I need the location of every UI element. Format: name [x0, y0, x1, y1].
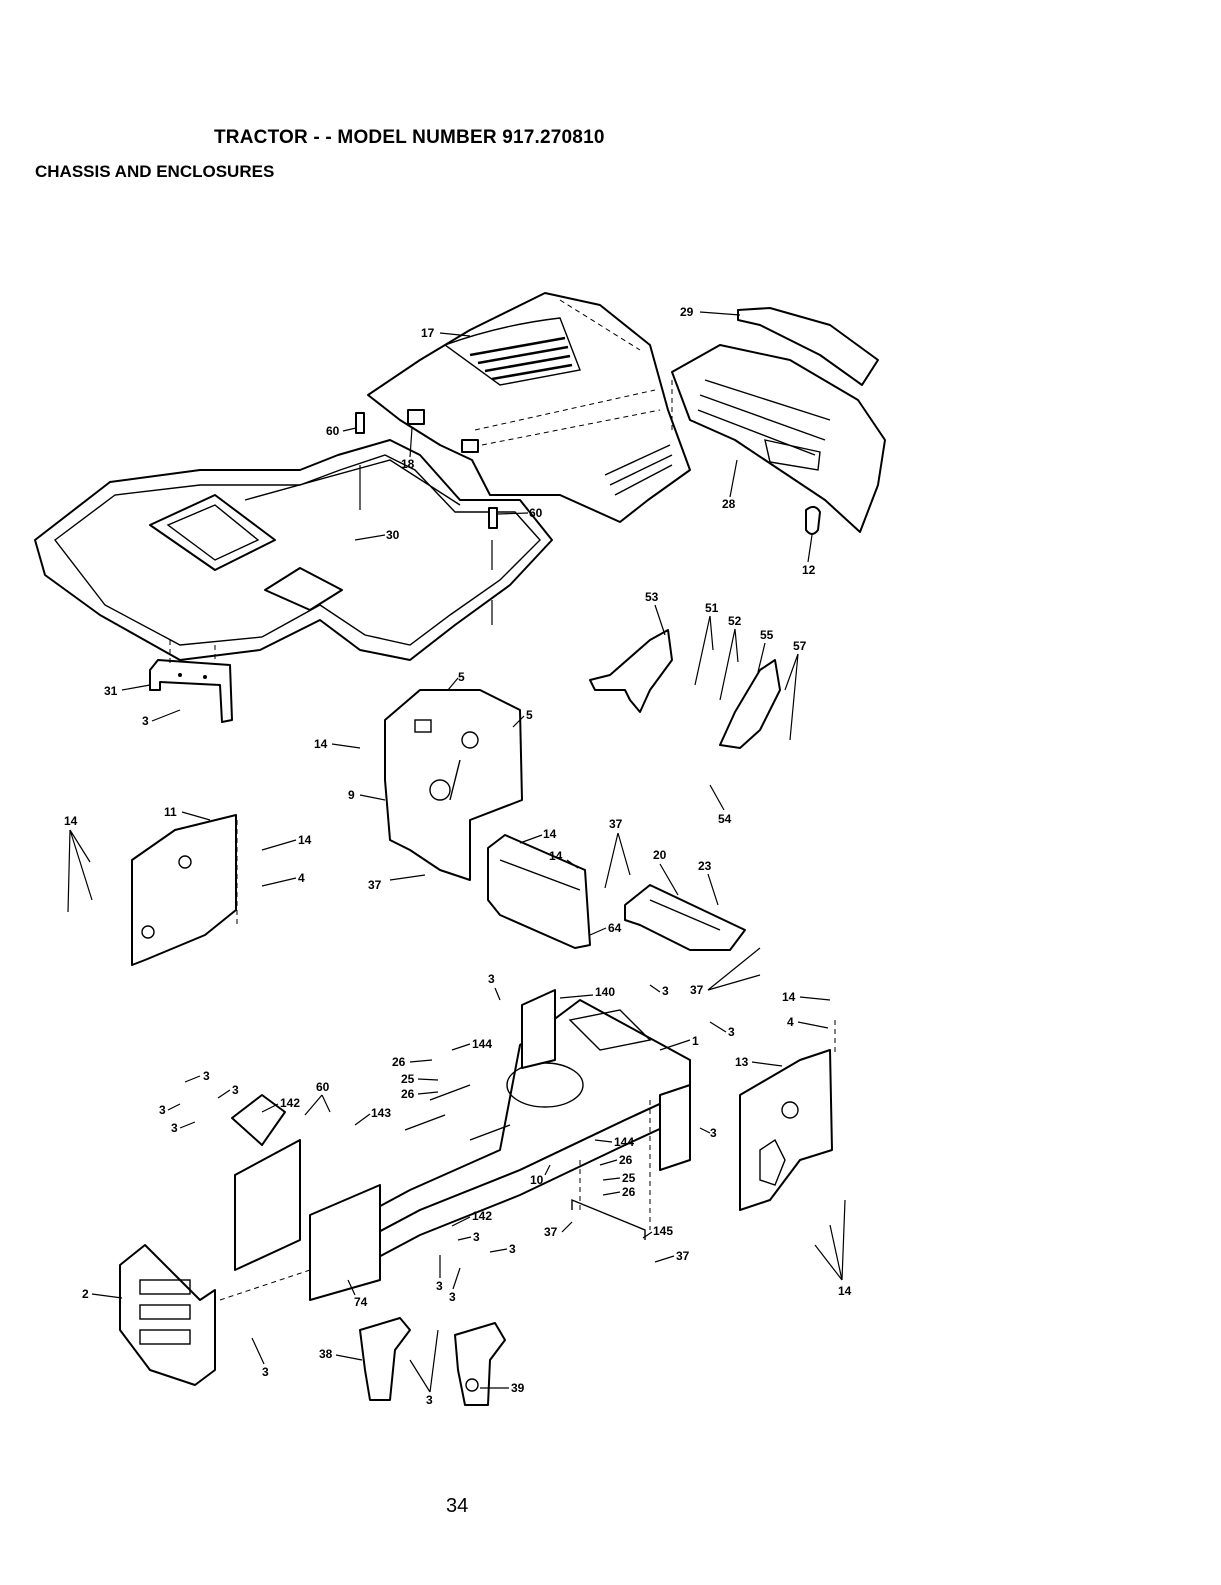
callout-12: 12 — [802, 563, 816, 577]
callout-14g: 14 — [838, 1284, 852, 1298]
callout-3f: 3 — [232, 1083, 239, 1097]
callout-140: 140 — [595, 985, 615, 999]
callout-142b: 142 — [472, 1209, 492, 1223]
callout-74: 74 — [354, 1295, 368, 1309]
callout-4b: 4 — [787, 1015, 794, 1029]
callout-3: 3 — [142, 714, 149, 728]
side-panel-right-part — [740, 1050, 832, 1210]
callout-25b: 25 — [622, 1171, 636, 1185]
callout-30: 30 — [386, 528, 400, 542]
callout-1: 1 — [692, 1034, 699, 1048]
callout-37c: 37 — [690, 983, 704, 997]
callout-3j: 3 — [473, 1230, 480, 1244]
callout-14: 14 — [314, 737, 328, 751]
callout-144b: 144 — [614, 1135, 634, 1149]
callout-5: 5 — [458, 670, 465, 684]
callout-25: 25 — [401, 1072, 415, 1086]
fender-part — [35, 440, 552, 660]
callout-37d: 37 — [544, 1225, 558, 1239]
frame-part — [345, 1000, 690, 1275]
callout-3m: 3 — [449, 1290, 456, 1304]
callout-26d: 26 — [622, 1185, 636, 1199]
callout-5b: 5 — [526, 708, 533, 722]
callout-18: 18 — [401, 457, 415, 471]
clip-part — [806, 507, 820, 534]
callout-64: 64 — [608, 921, 622, 935]
callout-143: 143 — [371, 1106, 391, 1120]
callout-26b: 26 — [401, 1087, 415, 1101]
callout-3h: 3 — [171, 1121, 178, 1135]
callout-26c: 26 — [619, 1153, 633, 1167]
callout-23: 23 — [698, 859, 712, 873]
callout-3e: 3 — [203, 1069, 210, 1083]
callout-3d: 3 — [728, 1025, 735, 1039]
callout-3k: 3 — [509, 1242, 516, 1256]
link-rod-part — [572, 1200, 645, 1240]
callout-29: 29 — [680, 305, 694, 319]
callout-3b: 3 — [488, 972, 495, 986]
callout-38: 38 — [319, 1347, 333, 1361]
callout-14c: 14 — [298, 833, 312, 847]
callout-10: 10 — [530, 1173, 544, 1187]
callout-37: 37 — [368, 878, 382, 892]
callout-39: 39 — [511, 1381, 525, 1395]
callout-54: 54 — [718, 812, 732, 826]
callout-60: 60 — [326, 424, 340, 438]
callout-60c: 60 — [316, 1080, 330, 1094]
callout-31: 31 — [104, 684, 118, 698]
side-panel-left-part — [132, 815, 236, 965]
callout-26: 26 — [392, 1055, 406, 1069]
page-number: 34 — [446, 1495, 468, 1518]
callout-9: 9 — [348, 788, 355, 802]
callout-14e: 14 — [549, 849, 563, 863]
callout-28: 28 — [722, 497, 736, 511]
callout-142: 142 — [280, 1096, 300, 1110]
callout-145: 145 — [653, 1224, 673, 1238]
support-part — [488, 835, 590, 948]
callout-3n: 3 — [262, 1365, 269, 1379]
front-plate-part — [120, 1245, 215, 1385]
callout-11: 11 — [164, 805, 177, 819]
callout-51: 51 — [705, 601, 719, 615]
callout-14f: 14 — [782, 990, 796, 1004]
callout-53: 53 — [645, 590, 659, 604]
callout-17: 17 — [421, 326, 435, 340]
callout-4: 4 — [298, 871, 305, 885]
callout-57: 57 — [793, 639, 807, 653]
callout-37e: 37 — [676, 1249, 690, 1263]
callout-37b: 37 — [609, 817, 623, 831]
callout-20: 20 — [653, 848, 667, 862]
callout-3i: 3 — [710, 1126, 717, 1140]
axle-bracket-part — [360, 1318, 505, 1405]
callout-14b: 14 — [64, 814, 78, 828]
callout-52: 52 — [728, 614, 742, 628]
callout-3o: 3 — [426, 1393, 433, 1407]
callout-3c: 3 — [662, 984, 669, 998]
step-plate-part — [625, 885, 745, 950]
callout-2: 2 — [82, 1287, 89, 1301]
pedal-bracket-part — [590, 630, 780, 748]
front-frame-plate-part — [232, 1095, 380, 1300]
callout-3g: 3 — [159, 1103, 166, 1117]
callout-60b: 60 — [529, 506, 543, 520]
callout-55: 55 — [760, 628, 774, 642]
callout-13: 13 — [735, 1055, 749, 1069]
callout-144: 144 — [472, 1037, 492, 1051]
callout-14d: 14 — [543, 827, 557, 841]
callout-3l: 3 — [436, 1279, 443, 1293]
